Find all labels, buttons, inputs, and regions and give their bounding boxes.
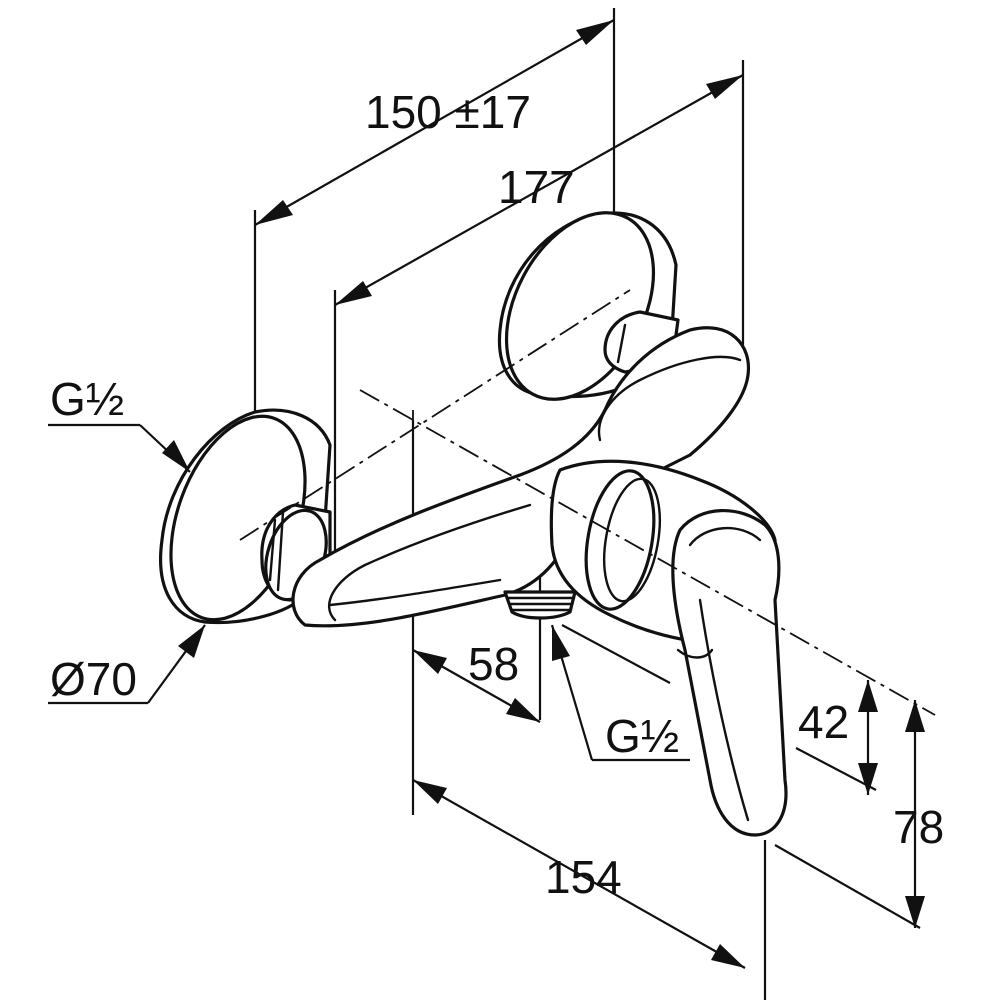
dim-line-42 <box>858 680 878 795</box>
leader-g-half-left <box>48 423 191 473</box>
label-outlet-offset: 58 <box>468 638 519 690</box>
label-rosette-diameter: Ø70 <box>50 653 137 705</box>
dim-line-177 <box>334 74 744 306</box>
label-total-height: 78 <box>893 801 944 853</box>
leader-g-half-outlet <box>550 624 690 762</box>
label-thread-outlet: G½ <box>605 710 679 762</box>
label-connection-spacing: 150 ±17 <box>365 86 531 138</box>
center-lines <box>239 289 936 716</box>
label-projection-depth: 154 <box>545 851 622 903</box>
label-overall-width: 177 <box>498 161 575 213</box>
dim-line-58 <box>412 649 541 723</box>
leader-diameter-70 <box>48 624 206 705</box>
dim-line-78 <box>905 700 925 928</box>
dim-line-154 <box>412 779 746 969</box>
outlet-thread <box>503 590 577 620</box>
lever-handle <box>671 508 788 837</box>
dim-line-150 <box>254 19 615 226</box>
label-thread-left: G½ <box>50 373 124 425</box>
label-lever-height: 42 <box>798 696 849 748</box>
